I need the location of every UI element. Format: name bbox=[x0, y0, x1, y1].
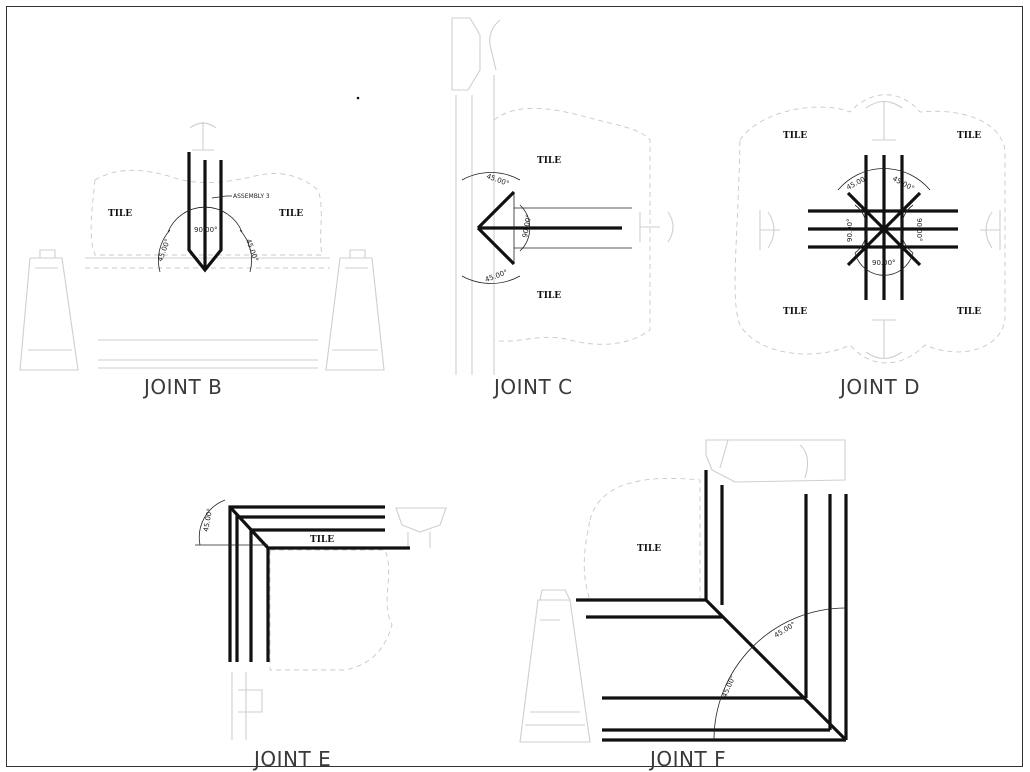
joint-e: 45.00° TILE JOINT E bbox=[195, 499, 447, 771]
dim-label: 90.00° bbox=[521, 214, 533, 239]
tile-label: TILE bbox=[637, 544, 661, 554]
strip-lower bbox=[476, 226, 516, 266]
t-profile-bottom bbox=[865, 319, 903, 360]
dim-label: 90.00° bbox=[872, 259, 896, 267]
tile-label: TILE bbox=[310, 535, 334, 545]
tile-label: TILE bbox=[279, 209, 303, 219]
assembly-note: ASSEMBLY 3 bbox=[233, 193, 270, 200]
tile-label: TILE bbox=[537, 156, 561, 166]
strip-diagonal bbox=[846, 191, 922, 267]
profile-vertical bbox=[451, 17, 501, 375]
strip-middle bbox=[235, 515, 385, 662]
tile-label: TILE bbox=[957, 131, 981, 141]
leader-line bbox=[211, 195, 227, 199]
tile-label: TILE bbox=[783, 307, 807, 317]
t-profile-top bbox=[865, 100, 903, 141]
dim-arc bbox=[158, 229, 252, 273]
strip-upper bbox=[476, 190, 516, 230]
joint-c: 45.00° 90.00° 45.00° TILE TILE JOINT C bbox=[451, 17, 674, 399]
joint-caption: JOINT C bbox=[492, 375, 573, 399]
t-profile-right bbox=[395, 507, 447, 548]
tile-outline bbox=[734, 94, 1006, 364]
dim-arc bbox=[167, 206, 243, 233]
dim-label: 90.00° bbox=[915, 218, 923, 242]
joint-d: 45.00° 45.00° 90.00° 90.00° 90.00° TILE … bbox=[734, 94, 1006, 399]
t-profile-bottom bbox=[231, 672, 263, 740]
stray-dot bbox=[356, 96, 360, 100]
miter-line bbox=[704, 598, 848, 742]
tile-label: TILE bbox=[537, 291, 561, 301]
tile-label: TILE bbox=[783, 131, 807, 141]
t-profile-top bbox=[189, 122, 217, 151]
t-profile-right bbox=[639, 211, 674, 243]
sheet-border bbox=[6, 6, 1023, 767]
tile-label: TILE bbox=[957, 307, 981, 317]
tile-outline bbox=[583, 477, 701, 601]
profile-left bbox=[19, 249, 79, 371]
dim-arc bbox=[837, 168, 931, 276]
dim-label: 90.00° bbox=[846, 218, 854, 242]
dim-label: 45.00° bbox=[244, 238, 260, 263]
profile-right bbox=[325, 249, 385, 371]
tile-label: TILE bbox=[108, 209, 132, 219]
dim-arc bbox=[713, 607, 847, 741]
joint-b: ASSEMBLY 3 90.00° 45.00° 45.00° TILE TIL… bbox=[19, 122, 385, 399]
joint-caption: JOINT D bbox=[838, 375, 920, 399]
dim-label: 45.00° bbox=[202, 508, 214, 533]
dim-label: 45.00° bbox=[721, 674, 738, 699]
tile-outline bbox=[493, 107, 651, 345]
joint-caption: JOINT E bbox=[252, 747, 331, 771]
dim-label: 90.00° bbox=[194, 226, 218, 234]
tile-outline bbox=[269, 549, 393, 671]
profile-left bbox=[519, 589, 591, 743]
dim-label: 45.00° bbox=[156, 238, 172, 263]
dim-arc bbox=[195, 499, 268, 546]
profile-top bbox=[705, 439, 846, 483]
joint-caption: JOINT F bbox=[648, 747, 726, 771]
tile-outline bbox=[90, 169, 323, 256]
t-profile-left bbox=[759, 210, 780, 250]
joint-f: 45.00° 45.00° TILE JOINT F bbox=[519, 439, 848, 771]
joint-caption: JOINT B bbox=[142, 375, 222, 399]
miter-line bbox=[228, 505, 270, 550]
t-profile-right bbox=[980, 210, 1001, 250]
dim-arc bbox=[461, 172, 531, 284]
